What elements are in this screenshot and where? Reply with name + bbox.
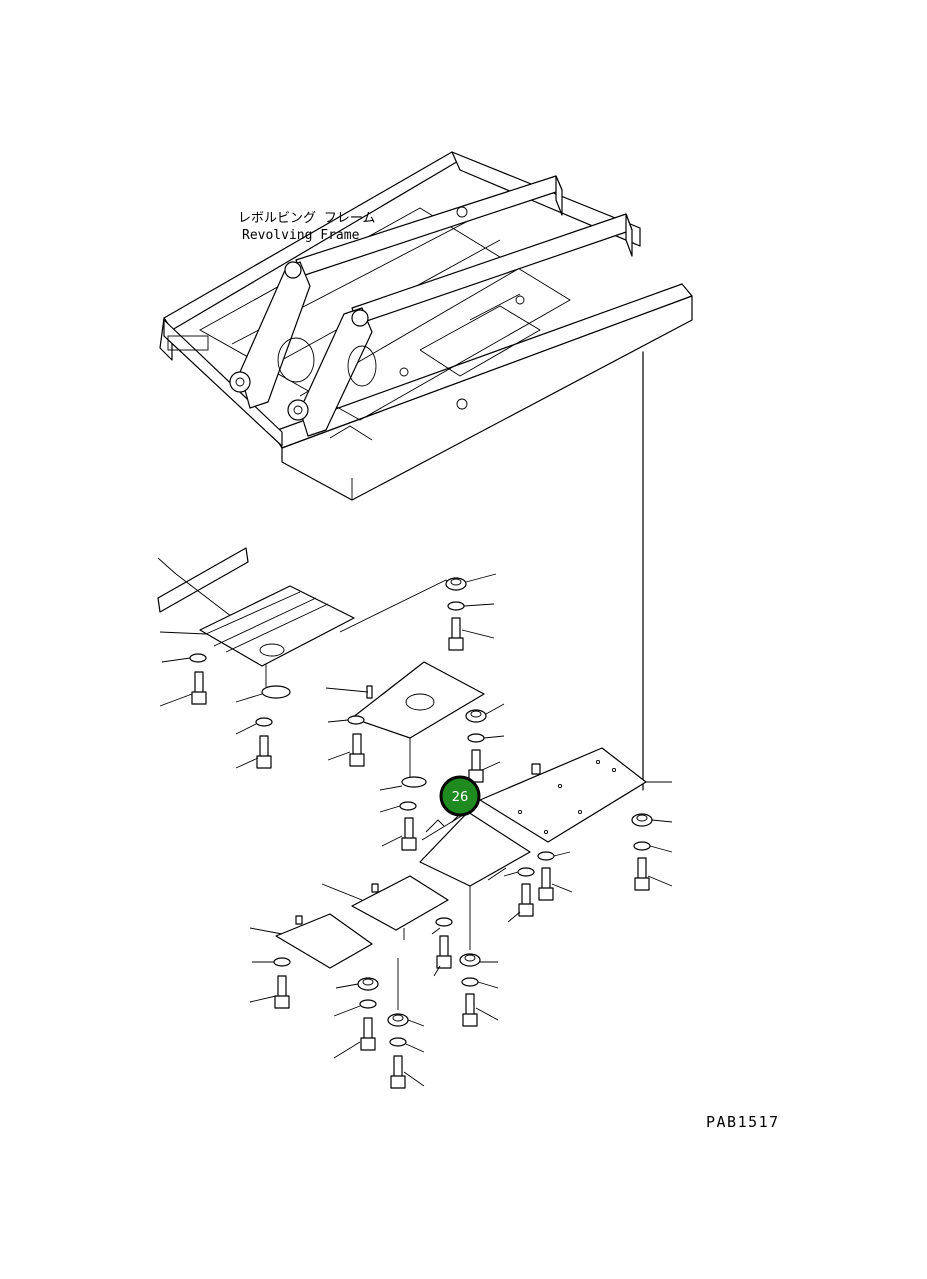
washer-mid-4 — [379, 801, 417, 813]
bolt-low-1 — [431, 927, 452, 977]
bolt-center-2 — [507, 883, 534, 923]
nut-washer-1 — [445, 573, 497, 611]
washer-mid-2 — [327, 715, 365, 725]
washer-low-1 — [435, 917, 453, 927]
drawing-code: PAB1517 — [706, 1113, 780, 1131]
bolt-mid-4 — [381, 817, 417, 851]
bolt-low-5 — [390, 1055, 425, 1089]
revolving-frame — [159, 151, 693, 501]
middle-cover — [325, 661, 485, 791]
cover-strip — [157, 547, 249, 621]
bolt-low-2 — [462, 993, 499, 1027]
nut-washer-2 — [465, 703, 505, 743]
nut-washer-low-1 — [459, 953, 499, 989]
frame-label-english: Revolving Frame — [242, 228, 360, 243]
nut-washer-low-2 — [333, 977, 379, 1017]
frame-label: レボルビング フレーム Revolving Frame — [238, 211, 375, 243]
frame-label-japanese: レボルビング フレーム — [238, 211, 375, 226]
bolt-low-4 — [333, 1017, 376, 1059]
washer-left-1 — [161, 653, 207, 663]
bolt-mid-3 — [468, 749, 501, 783]
center-cover — [419, 811, 531, 950]
callout-26-number: 26 — [452, 790, 469, 805]
bolt-right — [634, 857, 673, 891]
right-cover — [479, 747, 672, 843]
nut-washer-right — [631, 813, 673, 853]
fasteners — [159, 573, 673, 1089]
nut-washer-low-3 — [387, 1013, 425, 1053]
upper-left-cover — [159, 579, 453, 703]
lower-cover-2 — [249, 913, 399, 1010]
lower-cover-1 — [321, 875, 449, 940]
bolt-low-3 — [249, 975, 290, 1009]
callout-26[interactable]: 26 — [439, 775, 481, 823]
bolt-mid-2 — [327, 733, 365, 767]
washer-center-1 — [537, 851, 571, 861]
callout-26-badge[interactable] — [439, 775, 481, 817]
washer-center-2 — [503, 867, 535, 877]
bolt-left-1 — [159, 671, 207, 707]
bolt-center-1 — [538, 867, 573, 901]
washer-mid-1 — [235, 717, 273, 735]
washer-low-2 — [252, 957, 291, 967]
bolt-mid-1 — [235, 735, 272, 769]
bolt-1 — [448, 617, 495, 651]
